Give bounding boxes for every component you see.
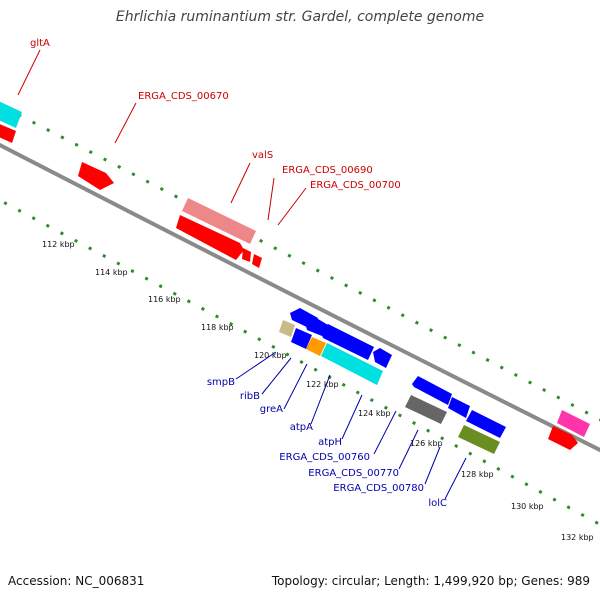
gene-label-lolC[interactable]: lolC [428, 498, 447, 509]
gene-feature-ERGA_CDS_00670[interactable] [78, 162, 114, 190]
gene-feature-smpB[interactable] [279, 320, 295, 337]
gene-feature-ERGA_CDS_00690[interactable] [242, 248, 251, 262]
reverse-callout-lines [235, 351, 467, 500]
gene-label-gltA[interactable]: gltA [30, 38, 50, 49]
accession-text: Accession: NC_006831 [8, 574, 145, 588]
gene-feature-greA[interactable] [306, 337, 326, 356]
gene-label-ERGA_CDS_00760[interactable]: ERGA_CDS_00760 [279, 452, 370, 463]
gene-label-greA[interactable]: greA [260, 404, 283, 415]
gene-feature-valS-trna[interactable] [182, 198, 256, 244]
gene-label-ERGA_CDS_00700[interactable]: ERGA_CDS_00700 [310, 180, 401, 191]
forward-gene-labels: gltA ERGA_CDS_00670 valS ERGA_CDS_00690 … [30, 38, 401, 191]
genome-backbone [0, 142, 600, 453]
forward-callout-lines [17, 49, 307, 226]
gene-label-ERGA_CDS_00670[interactable]: ERGA_CDS_00670 [138, 91, 229, 102]
reverse-strand-features [279, 308, 506, 454]
gene-feature-atpA[interactable] [321, 343, 383, 385]
gene-feature-blue-6[interactable] [448, 397, 470, 418]
gene-label-valS[interactable]: valS [252, 150, 273, 161]
scale-label: 130 kbp [511, 502, 544, 511]
scale-labels: 112 kbp 114 kbp 116 kbp 118 kbp 120 kbp … [42, 240, 594, 542]
outer-tick-ring [0, 103, 600, 422]
gene-label-ERGA_CDS_00770[interactable]: ERGA_CDS_00770 [308, 468, 399, 479]
scale-label: 120 kbp [254, 351, 287, 360]
gene-feature-valS[interactable] [176, 215, 244, 260]
gene-feature-lolC[interactable] [458, 425, 500, 454]
gene-feature-ERGA_CDS_00760[interactable] [405, 395, 447, 424]
gene-label-atpA[interactable]: atpA [290, 422, 313, 433]
gene-feature-blue-7[interactable] [466, 410, 506, 438]
scale-label: 124 kbp [358, 409, 391, 418]
gene-feature-ERGA_CDS_00700[interactable] [252, 254, 262, 268]
scale-label: 126 kbp [410, 439, 443, 448]
scale-label: 122 kbp [306, 380, 339, 389]
scale-label: 112 kbp [42, 240, 75, 249]
scale-label: 128 kbp [461, 470, 494, 479]
genome-summary-text: Topology: circular; Length: 1,499,920 bp… [271, 574, 590, 588]
gene-feature-blue-3[interactable] [320, 324, 374, 360]
gene-feature-blue-4[interactable] [373, 348, 392, 368]
gene-feature-gltA[interactable] [0, 97, 22, 128]
inner-tick-ring [0, 198, 600, 527]
scale-label: 114 kbp [95, 268, 128, 277]
scale-label: 118 kbp [201, 323, 234, 332]
gene-feature-blue-5[interactable] [412, 376, 452, 405]
scale-label: 132 kbp [561, 533, 594, 542]
gene-label-ERGA_CDS_00690[interactable]: ERGA_CDS_00690 [282, 165, 373, 176]
gene-feature-red-right[interactable] [548, 426, 578, 450]
scale-label: 116 kbp [148, 295, 181, 304]
gene-feature-pink[interactable] [557, 410, 590, 437]
gene-label-ERGA_CDS_00780[interactable]: ERGA_CDS_00780 [333, 483, 424, 494]
gene-label-ribB[interactable]: ribB [240, 391, 260, 402]
reverse-gene-labels: smpB ribB greA atpA atpH ERGA_CDS_00760 … [207, 377, 447, 509]
gene-label-smpB[interactable]: smpB [207, 377, 235, 388]
forward-strand-features [0, 97, 590, 450]
gene-feature-gltA-2[interactable] [0, 120, 16, 143]
gene-label-atpH[interactable]: atpH [318, 437, 342, 448]
map-title: Ehrlichia ruminantium str. Gardel, compl… [115, 9, 485, 25]
gene-feature-ribB[interactable] [291, 328, 312, 349]
